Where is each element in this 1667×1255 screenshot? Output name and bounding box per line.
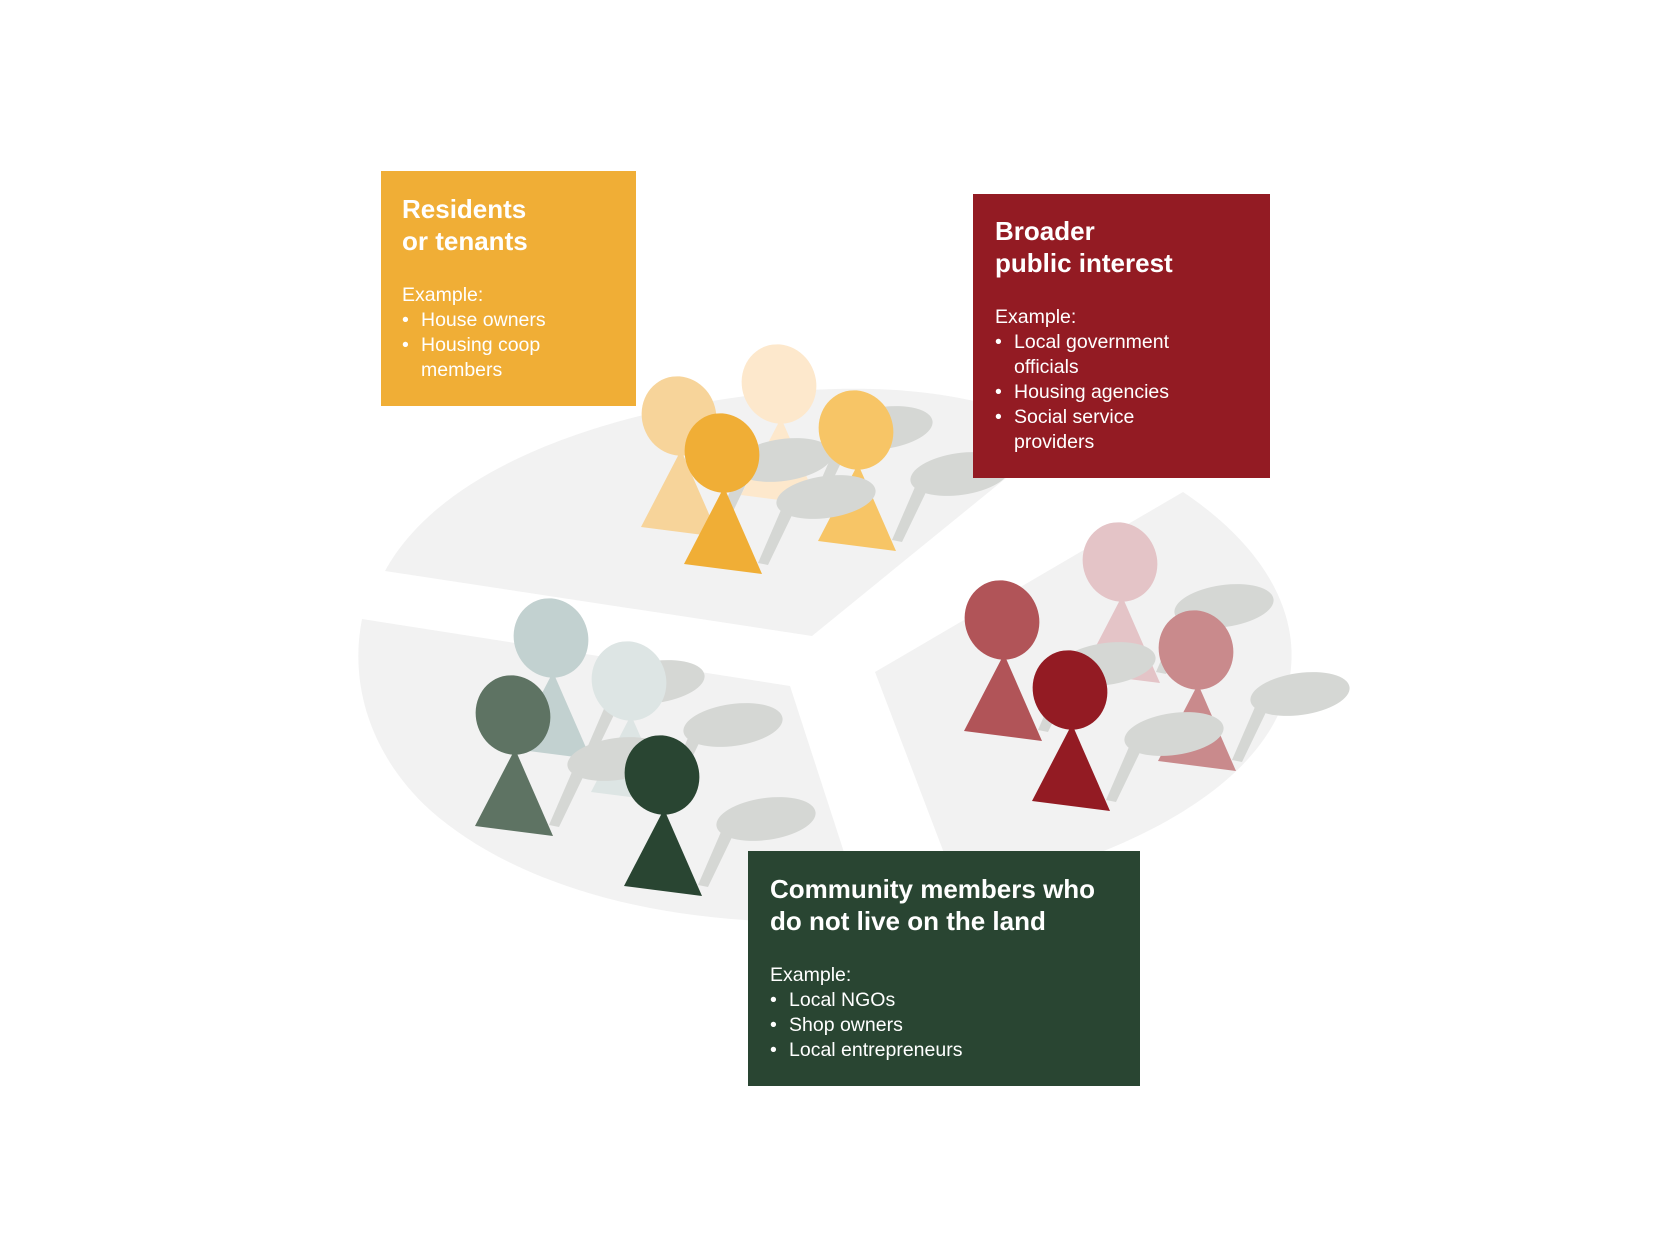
community-example-item: Local entrepreneurs bbox=[770, 1038, 1140, 1063]
figure-shadow bbox=[716, 797, 816, 841]
figure-body bbox=[964, 654, 1042, 741]
residents-title-line: or tenants bbox=[402, 226, 528, 256]
community-example-label: Example: bbox=[770, 964, 852, 986]
public-interest-title: Broader public interest bbox=[995, 215, 1270, 279]
figure-head bbox=[591, 641, 667, 721]
residents-example-item: House owners bbox=[402, 308, 636, 333]
residents-card: Residents or tenants Example: House owne… bbox=[381, 171, 636, 406]
figure-body bbox=[641, 450, 719, 537]
community-example-list: Local NGOs Shop owners Local entrepreneu… bbox=[770, 988, 1140, 1063]
residents-title: Residents or tenants bbox=[402, 193, 636, 257]
figure-head bbox=[513, 598, 589, 678]
figure-shadow bbox=[1106, 740, 1142, 802]
figure-body bbox=[684, 487, 762, 574]
figure-body bbox=[624, 809, 702, 896]
figure-head bbox=[475, 675, 551, 755]
figure-head bbox=[741, 344, 817, 424]
community-example-item: Shop owners bbox=[770, 1013, 1140, 1038]
figure-shadow bbox=[1232, 700, 1268, 762]
figure-head bbox=[684, 413, 760, 493]
figure-head bbox=[1158, 610, 1234, 690]
person-figure-public bbox=[1032, 650, 1224, 811]
residents-example-item: Housing coop members bbox=[402, 333, 561, 383]
community-example-item: Local NGOs bbox=[770, 988, 1140, 1013]
figure-head bbox=[624, 735, 700, 815]
figure-shadow bbox=[1124, 712, 1224, 756]
public-interest-title-line: Broader bbox=[995, 216, 1095, 246]
public-interest-title-line: public interest bbox=[995, 248, 1173, 278]
public-interest-card: Broader public interest Example: Local g… bbox=[973, 194, 1270, 478]
figure-body bbox=[475, 749, 553, 836]
residents-example-list: House owners Housing coop members bbox=[402, 308, 636, 383]
figure-shadow bbox=[758, 503, 794, 565]
public-interest-example-item: Local government officials bbox=[995, 330, 1199, 380]
public-interest-example-item: Social service providers bbox=[995, 405, 1174, 455]
figure-shadow bbox=[549, 765, 585, 827]
public-interest-example-item: Housing agencies bbox=[995, 380, 1270, 405]
figure-head bbox=[818, 390, 894, 470]
figure-head bbox=[964, 580, 1040, 660]
community-card: Community members who do not live on the… bbox=[748, 851, 1140, 1086]
person-figure-residents bbox=[684, 413, 876, 574]
community-title: Community members who do not live on the… bbox=[770, 873, 1140, 937]
figure-head bbox=[1082, 522, 1158, 602]
figure-shadow bbox=[776, 475, 876, 519]
figure-shadow bbox=[698, 825, 734, 887]
public-interest-example-label: Example: bbox=[995, 306, 1077, 328]
figure-head bbox=[1032, 650, 1108, 730]
figure-shadow bbox=[892, 480, 928, 542]
community-title-line: do not live on the land bbox=[770, 906, 1046, 936]
residents-title-line: Residents bbox=[402, 194, 527, 224]
community-title-line: Community members who bbox=[770, 874, 1096, 904]
figure-shadow bbox=[683, 703, 783, 747]
figure-body bbox=[1032, 724, 1110, 811]
person-figure-community bbox=[624, 735, 816, 896]
residents-example-label: Example: bbox=[402, 284, 484, 306]
public-interest-example-list: Local government officials Housing agenc… bbox=[995, 330, 1270, 455]
figure-shadow bbox=[1250, 672, 1350, 716]
